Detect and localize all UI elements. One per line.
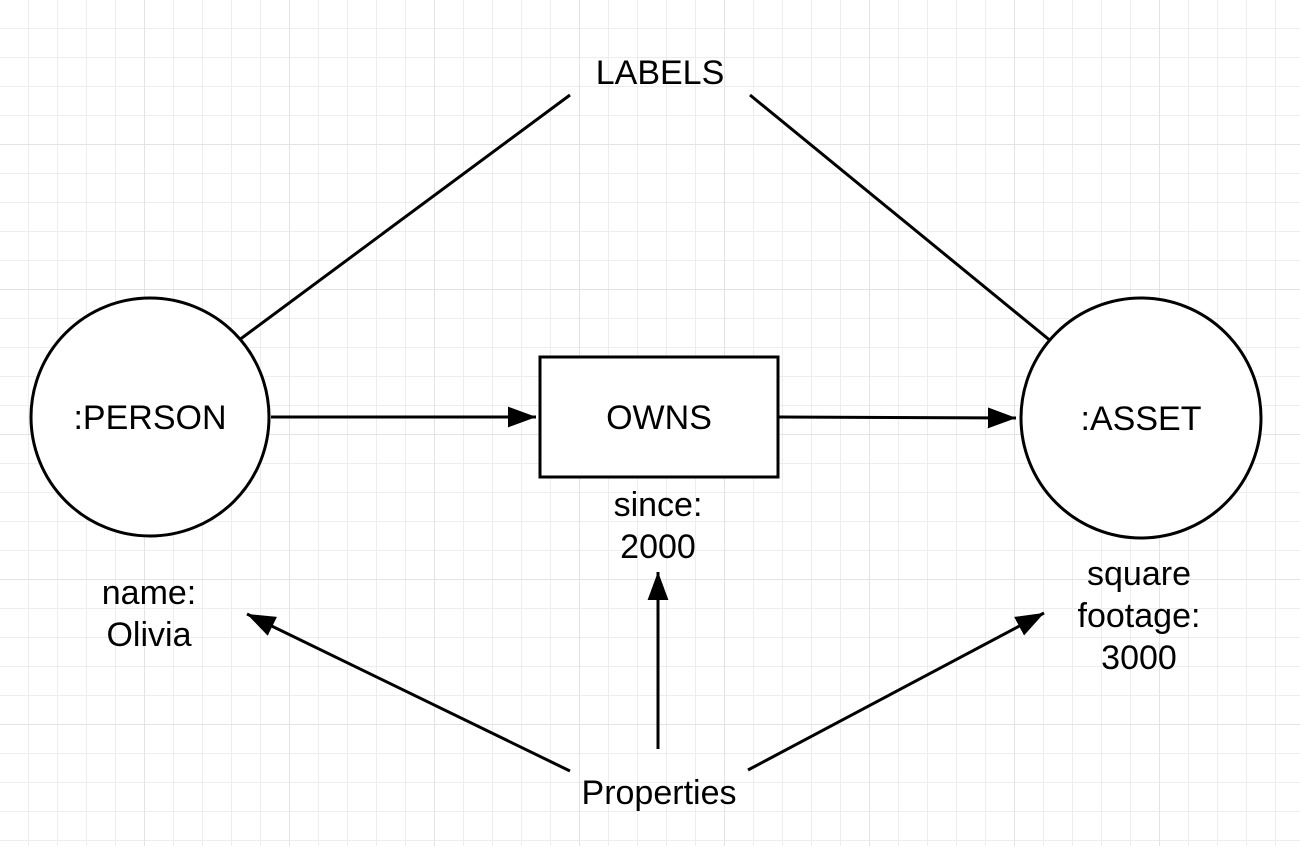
owns-relationship-box: [538, 355, 780, 479]
properties-annotation: Properties: [582, 774, 737, 812]
person-node-circle: [29, 296, 271, 538]
labels-to-asset-arrow: [749, 93, 1108, 389]
asset-property-value: 3000: [1101, 639, 1177, 677]
asset-node-circle: [1019, 296, 1263, 540]
person-property-key: name:: [102, 574, 197, 612]
owns-property-value: 2000: [620, 528, 696, 566]
owns-relationship-label: OWNS: [606, 399, 712, 437]
labels-to-person-arrow: [180, 93, 571, 385]
labels-annotation: LABELS: [596, 54, 725, 92]
owns-property-key: since:: [614, 486, 703, 524]
asset-property-key-line1: square: [1087, 555, 1191, 593]
asset-property-key-line2: footage:: [1078, 597, 1201, 635]
properties-to-person-arrow: [246, 612, 571, 773]
asset-node-label: :ASSET: [1081, 400, 1202, 438]
person-property-value: Olivia: [106, 616, 191, 654]
person-node-label: :PERSON: [73, 399, 226, 437]
properties-to-asset-arrow: [747, 611, 1045, 772]
owns-to-asset-arrow: [778, 407, 1017, 429]
